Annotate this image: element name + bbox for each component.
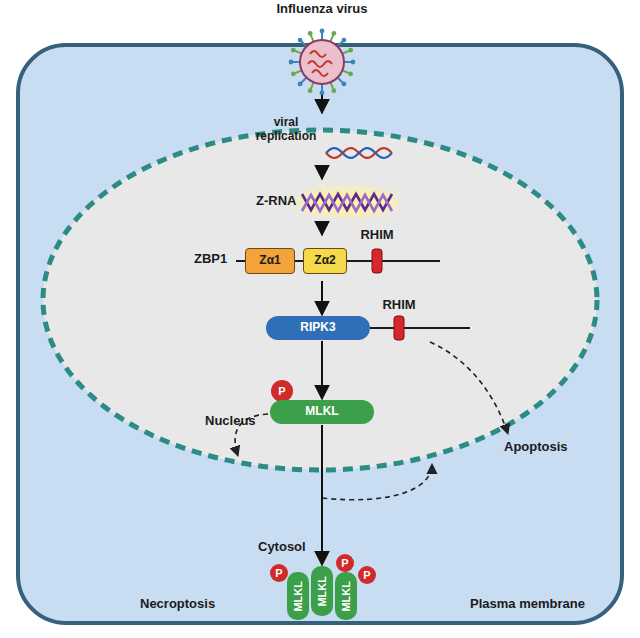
cell: Cytosol Nucleus viral replicationZ-RNA ZBP1… bbox=[18, 45, 622, 623]
node-text: ZBP1 bbox=[194, 252, 227, 267]
flow-arrow bbox=[321, 281, 323, 315]
dashed-arrow bbox=[430, 342, 508, 434]
cell-membrane bbox=[18, 45, 622, 623]
virus-spike-head bbox=[298, 82, 303, 87]
virus-spike-head bbox=[308, 88, 313, 93]
virus-spike-head bbox=[289, 60, 294, 65]
node-text: Z-RNA bbox=[256, 194, 296, 209]
virus-spike-head bbox=[331, 88, 336, 93]
zrna-glow bbox=[297, 189, 397, 215]
za2-domain: Zα2 bbox=[303, 248, 347, 274]
virus: Influenza virus bbox=[260, 0, 384, 94]
flow-arrow bbox=[321, 425, 323, 565]
zrna-strand bbox=[302, 194, 392, 210]
node-text: P bbox=[363, 569, 370, 582]
outcome-label: Necroptosis bbox=[140, 597, 215, 612]
virus-spike-head bbox=[320, 29, 325, 34]
node-text: Zα2 bbox=[314, 254, 335, 268]
mlkl-protein: MLKL bbox=[270, 400, 374, 424]
flow-arrow bbox=[321, 225, 323, 235]
node-text: MLKL bbox=[316, 576, 329, 607]
virus-spike-head bbox=[342, 82, 347, 87]
rhim-domain bbox=[394, 316, 404, 340]
text-holder: viral replication bbox=[252, 116, 320, 144]
virus-envelope bbox=[300, 40, 344, 84]
zrna-strand bbox=[302, 195, 392, 211]
ripk3-protein: RIPK3 bbox=[266, 316, 370, 340]
node-text: MLKL bbox=[292, 581, 305, 612]
label-holder: Plasma membrane bbox=[470, 597, 585, 612]
text-holder: Z-RNA bbox=[256, 194, 296, 209]
ripk3-backbone bbox=[370, 327, 470, 329]
rhim-domain bbox=[372, 249, 382, 273]
node-text: MLKL bbox=[340, 581, 353, 612]
viral-rna: viral replication bbox=[252, 114, 392, 164]
outcome-label: Apoptosis bbox=[504, 440, 568, 455]
phospho-mark: P bbox=[271, 380, 293, 402]
virus-spike-head bbox=[331, 31, 336, 36]
virus-spike-head bbox=[342, 38, 347, 43]
virus-spike-head bbox=[348, 71, 353, 76]
virus-spike-head bbox=[320, 91, 325, 96]
region-label: Plasma membrane bbox=[470, 597, 585, 612]
dsrna-strand bbox=[326, 148, 392, 158]
flow-arrow bbox=[321, 341, 323, 399]
text-holder: ZBP1 bbox=[194, 252, 227, 267]
label-holder: RHIM bbox=[360, 228, 393, 243]
virus-spike-head bbox=[291, 71, 296, 76]
node-text: Nucleus bbox=[205, 414, 256, 429]
label-holder: RHIM bbox=[382, 298, 415, 313]
dsrna-strand bbox=[326, 148, 392, 158]
flow-arrow bbox=[321, 165, 323, 179]
za1-domain: Zα1 bbox=[245, 248, 295, 274]
nucleus: Nucleusviral replicationZ-RNAZBP1Zα1Zα2R… bbox=[43, 130, 597, 470]
mlkl-oligomer: MLKL bbox=[335, 572, 357, 620]
domain-label: RHIM bbox=[382, 298, 415, 313]
virus-spike-head bbox=[308, 31, 313, 36]
flow-arrow bbox=[321, 95, 323, 113]
text-holder: Influenza virus bbox=[260, 2, 384, 17]
node-text: MLKL bbox=[305, 405, 338, 419]
virus-spike-head bbox=[291, 48, 296, 53]
text-holder: Nucleus bbox=[205, 414, 256, 429]
node-text: P bbox=[341, 557, 348, 570]
phospho-mark: P bbox=[270, 564, 288, 582]
node-text: P bbox=[275, 567, 282, 580]
phospho-mark: P bbox=[358, 566, 376, 584]
phospho-mark: P bbox=[336, 554, 354, 572]
node-text: Cytosol bbox=[258, 540, 306, 555]
nuclear-envelope bbox=[43, 130, 597, 470]
virus-spike-head bbox=[298, 38, 303, 43]
virus-genome bbox=[308, 51, 332, 76]
z-rna: Z-RNA bbox=[252, 180, 402, 224]
text-holder: Cytosol bbox=[258, 540, 306, 555]
mlkl-oligomer: MLKL bbox=[287, 572, 309, 620]
node-text: Influenza virus bbox=[260, 2, 384, 17]
node-text: Zα1 bbox=[259, 254, 280, 268]
virus-spike-head bbox=[351, 60, 356, 65]
virus-spikes bbox=[289, 29, 356, 96]
dashed-arrow bbox=[322, 464, 432, 500]
node-text: P bbox=[278, 385, 285, 398]
label-holder: Apoptosis bbox=[504, 440, 568, 455]
node-text: RIPK3 bbox=[300, 321, 335, 335]
domain-label: RHIM bbox=[360, 228, 393, 243]
mlkl-oligomer: MLKL bbox=[311, 566, 333, 616]
node-text: viral replication bbox=[252, 116, 320, 144]
label-holder: Necroptosis bbox=[140, 597, 215, 612]
virus-spike-head bbox=[348, 48, 353, 53]
zbp1-protein: ZBP1 Zα1 Zα2 bbox=[190, 236, 440, 280]
